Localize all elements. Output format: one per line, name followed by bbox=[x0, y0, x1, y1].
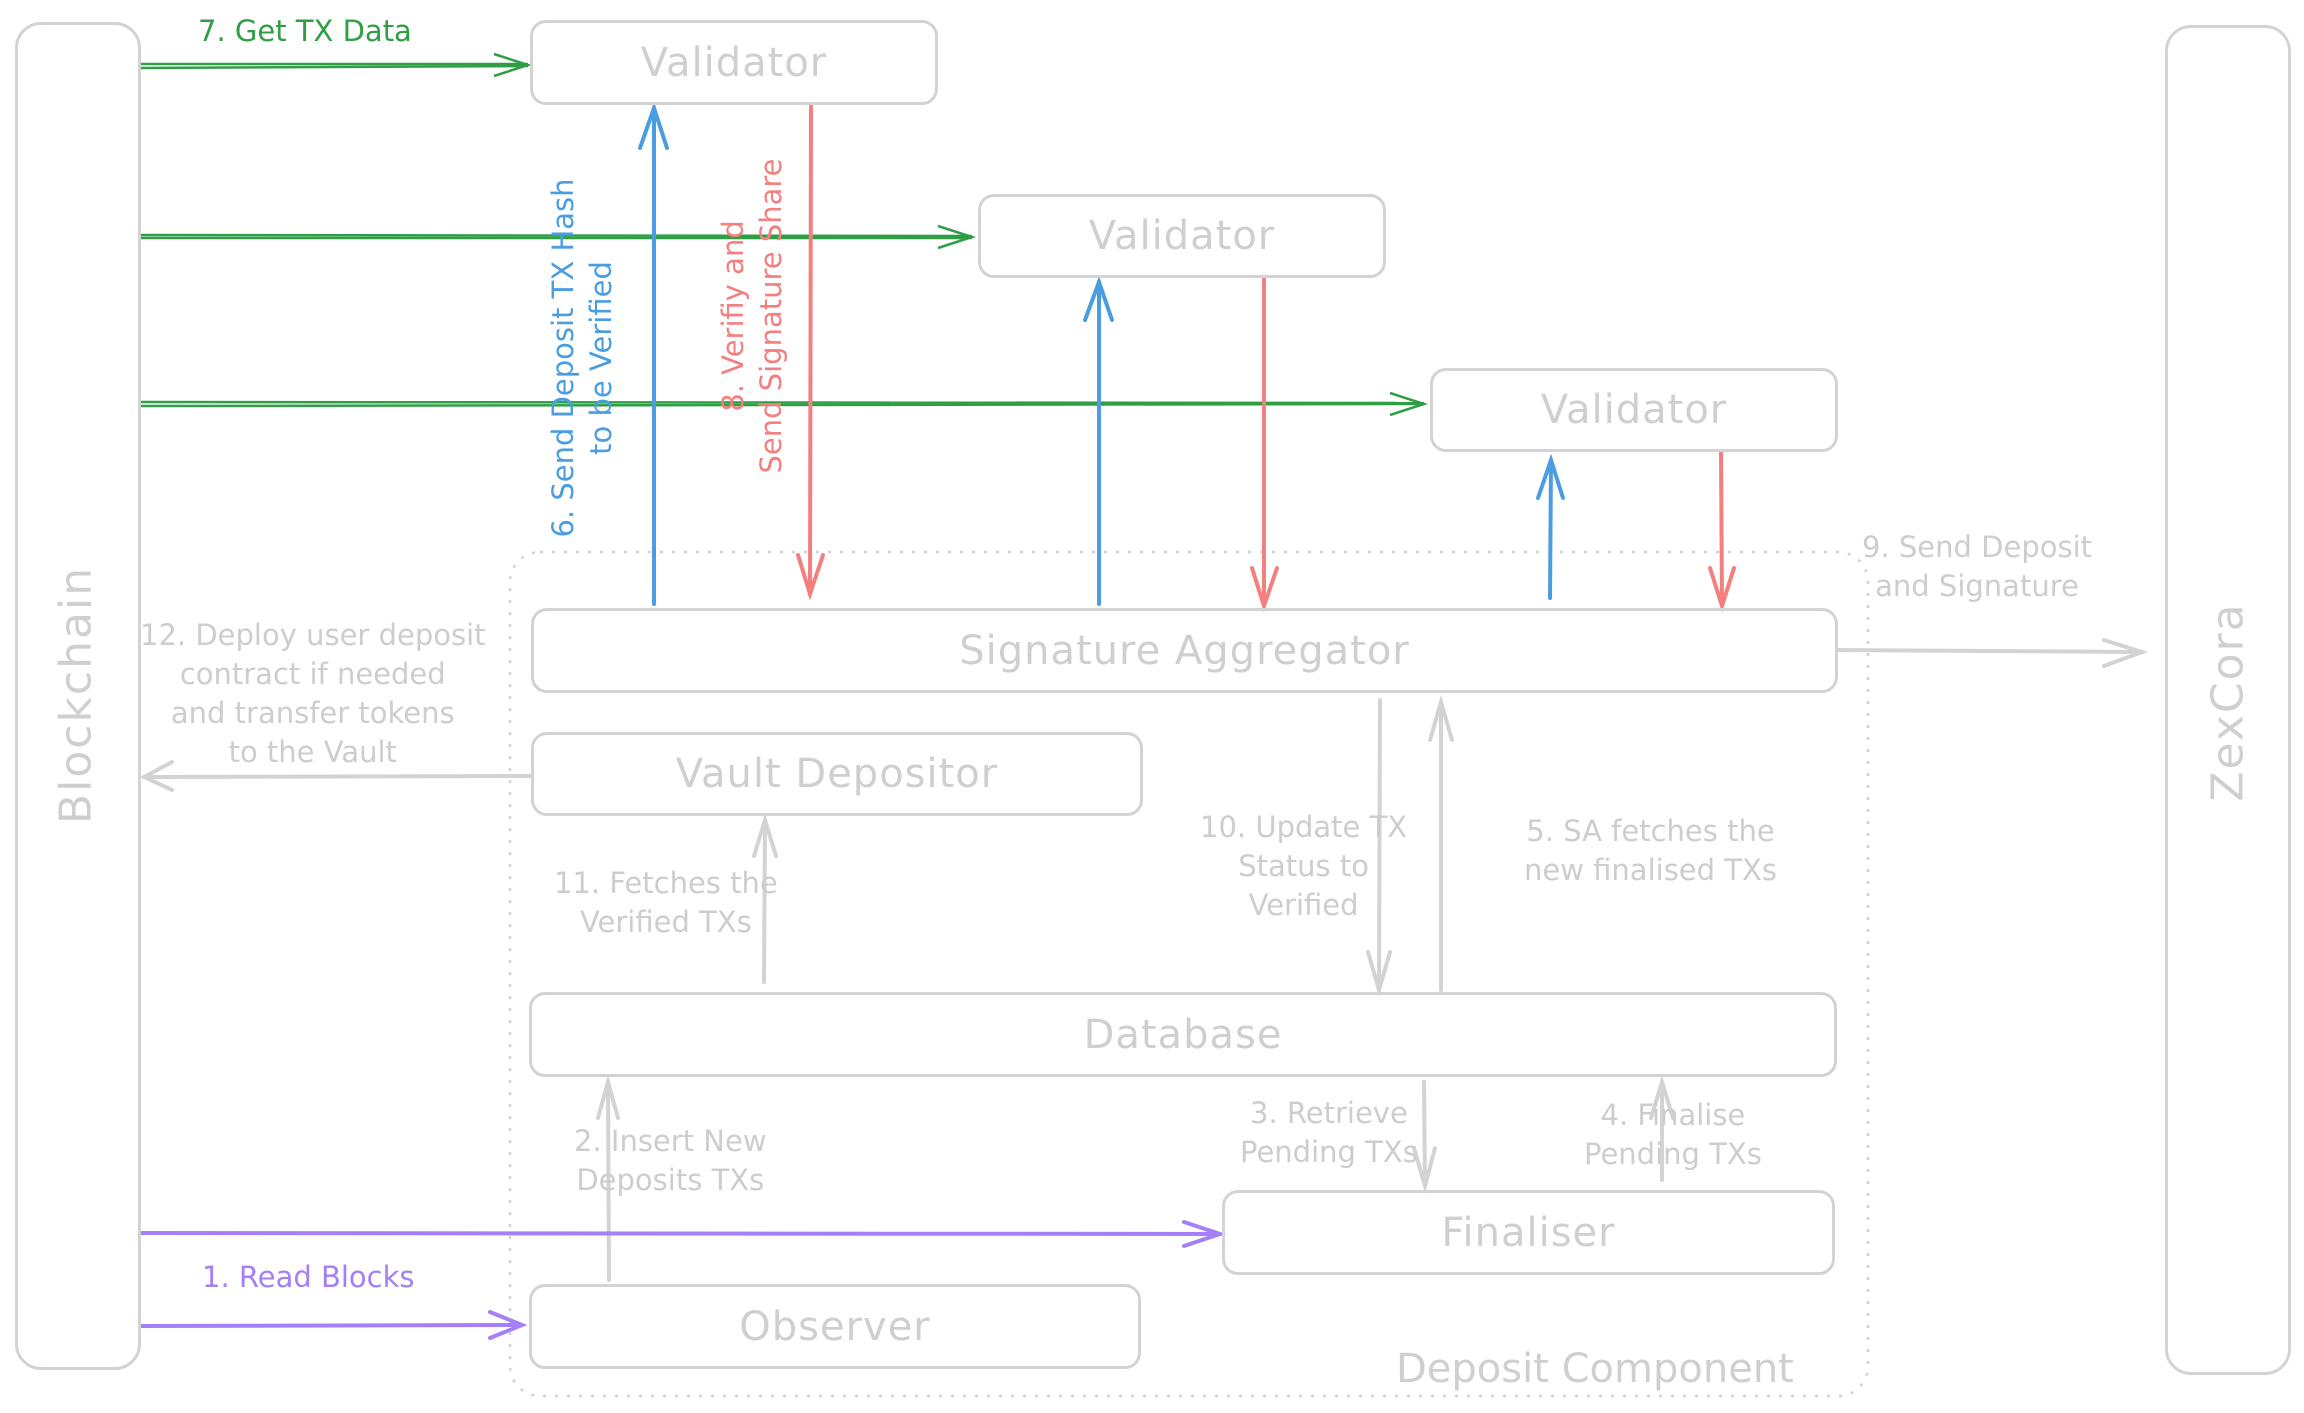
step-5-label: 5. SA fetches the new finalised TXs bbox=[1524, 814, 1777, 887]
blockchain-label: Blockchain bbox=[50, 565, 102, 825]
arrow-signature-share-2 bbox=[1250, 276, 1279, 613]
arrow-signature-share-3 bbox=[1708, 450, 1736, 613]
vault-depositor-node: Vault Depositor bbox=[531, 732, 1143, 816]
arrow-get-tx-data-3 bbox=[139, 391, 1429, 417]
arrow-sa-fetch bbox=[1428, 694, 1454, 992]
step-8-label: 8. Verifiy and Send Signature Share bbox=[716, 158, 788, 474]
arrow-deploy-transfer bbox=[139, 760, 532, 792]
validator-node-3: Validator bbox=[1430, 368, 1838, 452]
step-10-label: 10. Update TX Status to Verified bbox=[1200, 810, 1408, 922]
arrow-send-deposit-signature bbox=[1836, 638, 2149, 668]
arrow-finalise-pending bbox=[1649, 1075, 1675, 1182]
step-9-label: 9. Send Deposit and Signature bbox=[1862, 530, 2093, 603]
arrow-read-blocks-observer bbox=[140, 1310, 528, 1340]
arrow-retrieve-pending bbox=[1412, 1080, 1437, 1194]
arrow-send-hash-1 bbox=[638, 101, 669, 606]
step-4-label: 4. Finalise Pending TXs bbox=[1584, 1098, 1762, 1171]
step-11-label: 11. Fetches the Verified TXs bbox=[554, 866, 778, 939]
arrow-insert-deposits bbox=[596, 1074, 620, 1282]
validator-node-2: Validator bbox=[978, 194, 1386, 278]
step-12-label: 12. Deploy user deposit contract if need… bbox=[140, 618, 486, 769]
arrow-update-status bbox=[1366, 698, 1392, 998]
observer-node: Observer bbox=[529, 1284, 1141, 1369]
step-3-label: 3. Retrieve Pending TXs bbox=[1240, 1096, 1418, 1169]
deposit-component-label: Deposit Component bbox=[1396, 1346, 1794, 1392]
arrow-read-blocks-finaliser bbox=[138, 1220, 1227, 1248]
step-7-label: 7. Get TX Data bbox=[198, 14, 412, 48]
arrow-send-hash-3 bbox=[1536, 453, 1565, 600]
zexcora-label: ZexCora bbox=[2202, 602, 2254, 802]
arrow-get-tx-data-2 bbox=[139, 224, 977, 250]
arrow-fetch-verified bbox=[752, 813, 778, 984]
validator-node-1: Validator bbox=[530, 20, 938, 105]
finaliser-node: Finaliser bbox=[1222, 1190, 1835, 1275]
signature-aggregator-node: Signature Aggregator bbox=[531, 608, 1838, 693]
arrow-send-hash-2 bbox=[1083, 276, 1114, 606]
step-6-label: 6. Send Deposit TX Hash to be Verified bbox=[546, 178, 618, 538]
zexcora-lane bbox=[2165, 25, 2291, 1375]
step-2-label: 2. Insert New Deposits TXs bbox=[574, 1124, 767, 1197]
deposit-component-boundary bbox=[508, 550, 1870, 1398]
step-1-label: 1. Read Blocks bbox=[202, 1260, 415, 1294]
blockchain-lane bbox=[15, 22, 141, 1370]
arrow-get-tx-data-1 bbox=[139, 52, 533, 78]
database-node: Database bbox=[529, 992, 1837, 1077]
arrow-signature-share-1 bbox=[796, 102, 825, 601]
